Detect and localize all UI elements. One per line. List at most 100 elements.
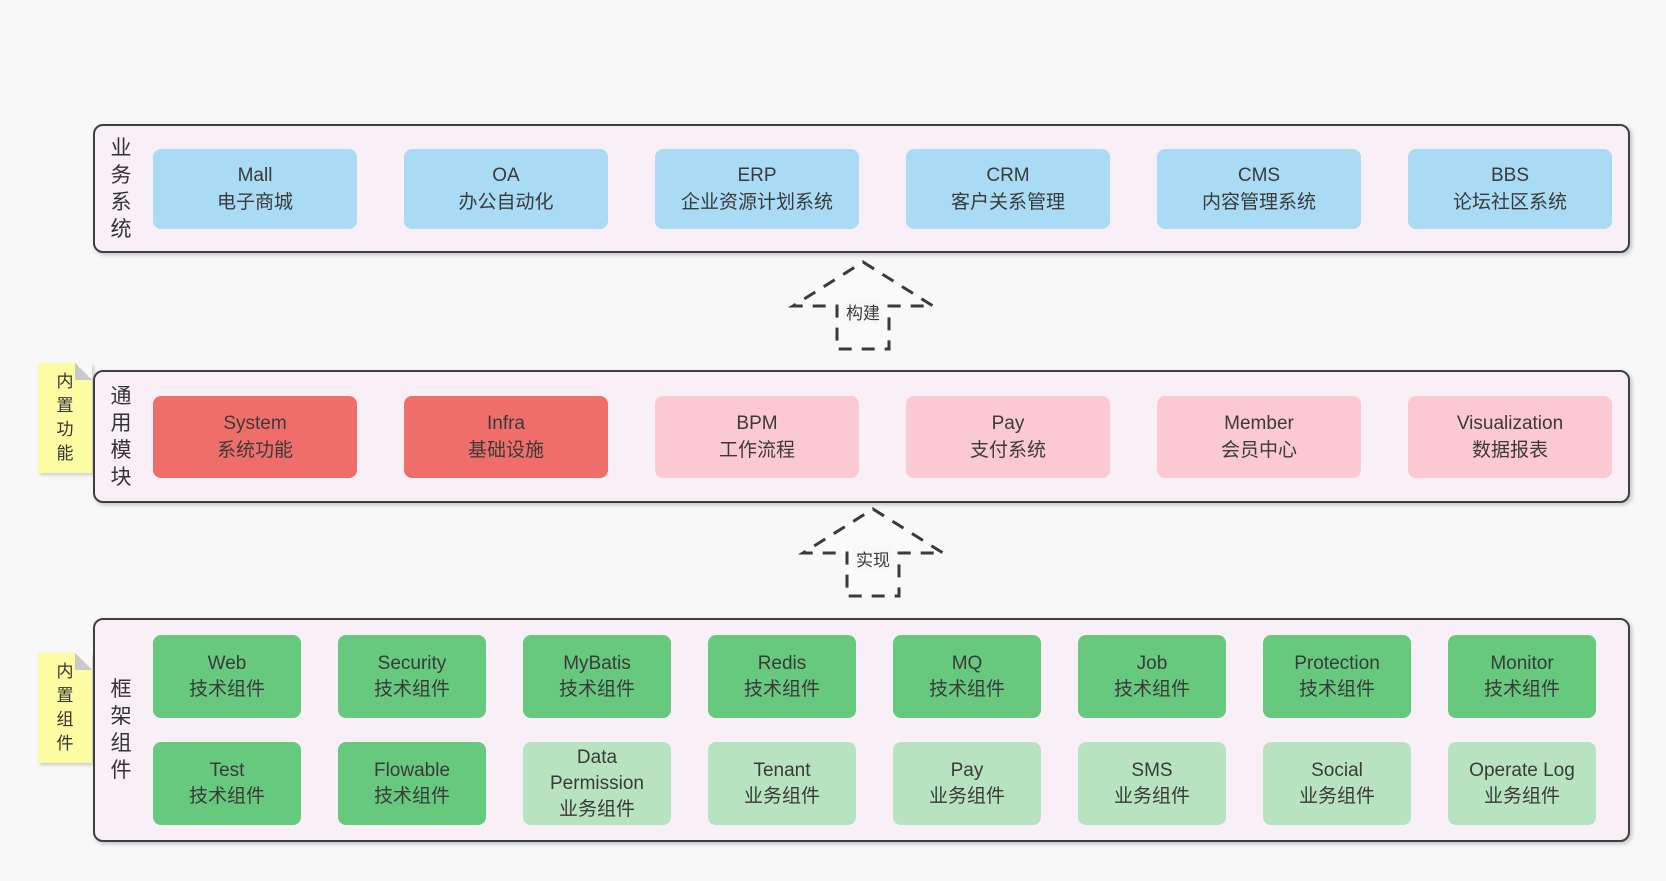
box-name: System <box>223 412 287 434</box>
box-name: Web <box>207 652 247 674</box>
box-name: Redis <box>757 652 807 674</box>
box-subtitle: 技术组件 <box>188 785 265 807</box>
build-arrow-label: 构建 <box>843 299 883 324</box>
box-subtitle: 办公自动化 <box>458 191 554 213</box>
box-subtitle: 技术组件 <box>928 678 1005 700</box>
box-subtitle: 业务组件 <box>558 798 635 820</box>
box-subtitle: 客户关系管理 <box>950 191 1065 213</box>
box-name: Test <box>209 759 245 781</box>
box-subtitle: 技术组件 <box>188 678 265 700</box>
box-subtitle: 会员中心 <box>1220 439 1297 461</box>
box-subtitle: 业务组件 <box>1483 785 1560 807</box>
box-security: Security 技术组件 <box>338 635 486 718</box>
box-subtitle: 技术组件 <box>1113 678 1190 700</box>
component-boxes-grid: Web 技术组件 Security 技术组件 MyBatis 技术组件 Redi… <box>153 620 1612 840</box>
box-bbs: BBS 论坛社区系统 <box>1408 148 1612 229</box>
box-name: ERP <box>737 164 777 186</box>
box-erp: ERP 企业资源计划系统 <box>655 148 859 229</box>
box-name: Job <box>1136 652 1168 674</box>
box-name: BPM <box>736 412 778 434</box>
box-mybatis: MyBatis 技术组件 <box>523 635 671 718</box>
box-bpm: BPM 工作流程 <box>655 395 859 478</box>
box-web: Web 技术组件 <box>153 635 301 718</box>
sticky-note-builtin-features: 内 置 功 能 <box>38 363 92 473</box>
box-subtitle: 业务组件 <box>1113 785 1190 807</box>
layer-framework-components: 框 架 组 件 Web 技术组件 Security 技术组件 MyBatis 技… <box>93 618 1630 842</box>
box-subtitle: 技术组件 <box>373 785 450 807</box>
layer-business-systems: 业 务 系 统 Mall 电子商城 OA 办公自动化 ERP 企业资源计划系统 … <box>93 124 1630 253</box>
box-subtitle: 技术组件 <box>373 678 450 700</box>
box-monitor: Monitor 技术组件 <box>1448 635 1596 718</box>
box-visualization: Visualization 数据报表 <box>1408 395 1612 478</box>
box-name: CMS <box>1237 164 1281 186</box>
box-name: OA <box>492 164 520 186</box>
box-subtitle: 系统功能 <box>216 439 293 461</box>
box-subtitle: 支付系统 <box>969 439 1046 461</box>
box-protection: Protection 技术组件 <box>1263 635 1411 718</box>
layer-title-components: 框 架 组 件 <box>110 678 132 782</box>
box-pay-component: Pay 业务组件 <box>893 742 1041 825</box>
box-operate-log: Operate Log 业务组件 <box>1448 742 1596 825</box>
implement-arrow-icon: 实现 <box>798 506 948 600</box>
box-subtitle: 电子商城 <box>216 191 293 213</box>
box-name: Flowable <box>373 759 451 781</box>
box-cms: CMS 内容管理系统 <box>1157 148 1361 229</box>
box-name: Visualization <box>1456 412 1564 434</box>
implement-arrow-label: 实现 <box>853 546 893 571</box>
box-sms: SMS 业务组件 <box>1078 742 1226 825</box>
box-mq: MQ 技术组件 <box>893 635 1041 718</box>
sticky-note-label: 内 置 功 能 <box>56 372 74 463</box>
box-system: System 系统功能 <box>153 395 357 478</box>
box-flowable: Flowable 技术组件 <box>338 742 486 825</box>
box-infra: Infra 基础设施 <box>404 395 608 478</box>
layer-common-modules: 通 用 模 块 System 系统功能 Infra 基础设施 BPM 工作流程 … <box>93 370 1630 503</box>
box-data-permission: Data Permission 业务组件 <box>523 742 671 825</box>
layer-title-business: 业 务 系 统 <box>110 136 132 241</box>
box-job: Job 技术组件 <box>1078 635 1226 718</box>
box-name: Protection <box>1294 652 1380 674</box>
box-subtitle: 技术组件 <box>558 678 635 700</box>
box-subtitle: 技术组件 <box>743 678 820 700</box>
box-mall: Mall 电子商城 <box>153 148 357 229</box>
box-name: Mall <box>237 164 273 186</box>
box-test: Test 技术组件 <box>153 742 301 825</box>
box-name: MyBatis <box>563 652 631 674</box>
box-name: MQ <box>951 652 983 674</box>
box-oa: OA 办公自动化 <box>404 148 608 229</box>
box-crm: CRM 客户关系管理 <box>906 148 1110 229</box>
box-name: Member <box>1224 412 1294 434</box>
box-subtitle: 内容管理系统 <box>1201 191 1316 213</box>
box-name: Security <box>377 652 447 674</box>
box-social: Social 业务组件 <box>1263 742 1411 825</box>
box-name: Operate Log <box>1469 759 1575 781</box>
box-name: Tenant <box>753 759 811 781</box>
box-name: Data Permission <box>550 746 644 794</box>
box-subtitle: 论坛社区系统 <box>1452 191 1567 213</box>
box-subtitle: 企业资源计划系统 <box>680 191 833 213</box>
sticky-note-builtin-components: 内 置 组 件 <box>38 653 92 763</box>
box-subtitle: 业务组件 <box>743 785 820 807</box>
box-subtitle: 技术组件 <box>1483 678 1560 700</box>
box-pay-system: Pay 支付系统 <box>906 395 1110 478</box>
box-name: Monitor <box>1490 652 1554 674</box>
box-tenant: Tenant 业务组件 <box>708 742 856 825</box>
box-subtitle: 业务组件 <box>1298 785 1375 807</box>
box-name: BBS <box>1490 164 1530 186</box>
box-member: Member 会员中心 <box>1157 395 1361 478</box>
box-name: Social <box>1311 759 1363 781</box>
sticky-note-label: 内 置 组 件 <box>56 662 74 753</box>
business-boxes-row: Mall 电子商城 OA 办公自动化 ERP 企业资源计划系统 CRM 客户关系… <box>153 126 1612 251</box>
layer-title-modules: 通 用 模 块 <box>110 384 132 489</box>
box-name: Pay <box>991 412 1025 434</box>
box-subtitle: 数据报表 <box>1471 439 1548 461</box>
build-arrow-icon: 构建 <box>788 259 938 353</box>
module-boxes-row: System 系统功能 Infra 基础设施 BPM 工作流程 Pay 支付系统… <box>153 372 1612 501</box>
box-name: CRM <box>986 164 1030 186</box>
box-redis: Redis 技术组件 <box>708 635 856 718</box>
box-subtitle: 技术组件 <box>1298 678 1375 700</box>
box-subtitle: 业务组件 <box>928 785 1005 807</box>
box-subtitle: 工作流程 <box>718 439 795 461</box>
box-name: Infra <box>486 412 526 434</box>
box-subtitle: 基础设施 <box>467 439 544 461</box>
